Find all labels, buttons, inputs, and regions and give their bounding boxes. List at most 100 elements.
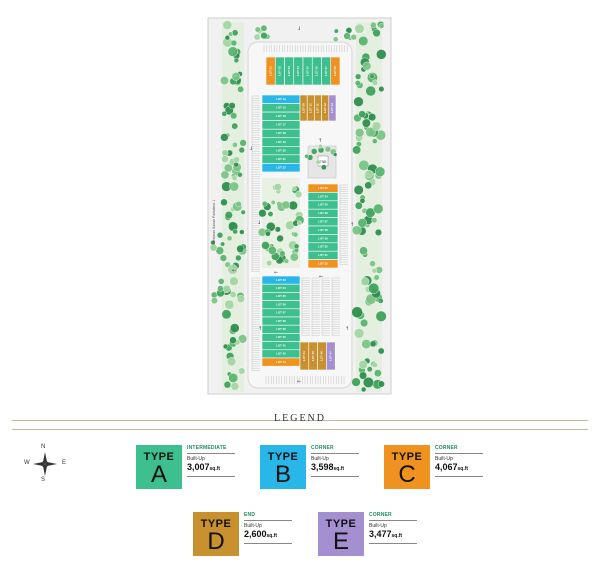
svg-text:LOT 33: LOT 33 — [276, 278, 286, 282]
lot-lot-21: LOT 21 — [261, 154, 301, 164]
lot-lot-25: LOT 25 — [307, 200, 339, 210]
type-b-builtup-label: Built-Up — [311, 456, 329, 462]
lot-lot-43: LOT 43 — [261, 357, 301, 367]
svg-text:LOT 34: LOT 34 — [276, 286, 286, 290]
lot-lot-24: LOT 24 — [307, 192, 339, 202]
central-park-south — [262, 178, 300, 184]
type-d-size: 2,600sq.ft — [244, 529, 292, 544]
lot-lot-12: LOT 12 — [321, 94, 330, 122]
type-e-info: CORNER Built-Up 3,477sq.ft — [369, 512, 417, 544]
svg-text:LOT 04: LOT 04 — [296, 66, 300, 76]
svg-text:LOT 46: LOT 46 — [320, 351, 324, 361]
lot-lot-46: LOT 46 — [317, 341, 327, 371]
svg-text:LOT 19: LOT 19 — [276, 140, 286, 144]
type-b-size: 3,598sq.ft — [311, 462, 359, 477]
type-a-swatch: TYPE A — [136, 445, 182, 489]
lot-lot-04: LOT 04 — [293, 56, 304, 86]
svg-text:LOT 06: LOT 06 — [315, 66, 319, 76]
svg-text:LOT 28: LOT 28 — [318, 228, 328, 232]
type-e-letter: E — [332, 528, 349, 555]
lot-lot-01: LOT 01 — [265, 56, 276, 86]
lot-lot-31: LOT 31 — [307, 250, 339, 260]
svg-text:LOT 37: LOT 37 — [276, 311, 286, 315]
arrow-left-icon: ← — [232, 268, 236, 274]
type-a-size: 3,007sq.ft — [187, 462, 235, 477]
svg-text:LOT 26: LOT 26 — [318, 211, 328, 215]
lot-lot-35: LOT 35 — [261, 292, 301, 301]
svg-text:LOT 32: LOT 32 — [318, 262, 328, 266]
svg-text:LOT 08: LOT 08 — [333, 66, 337, 76]
type-b-word: TYPE — [267, 451, 299, 463]
type-c-swatch: TYPE C — [384, 445, 430, 489]
svg-text:LOT 43: LOT 43 — [276, 360, 286, 364]
lot-lot-02: LOT 02 — [274, 56, 285, 86]
type-a-word: TYPE — [143, 451, 175, 463]
lot-lot-26: LOT 26 — [307, 208, 339, 218]
lot-lot-22: LOT 22 — [261, 163, 301, 173]
svg-text:LOT 25: LOT 25 — [318, 203, 328, 207]
lot-lot-42: LOT 42 — [261, 349, 301, 359]
svg-text:LOT 22: LOT 22 — [276, 165, 286, 169]
lot-lot-14: LOT 14 — [261, 94, 301, 104]
lot-lot-40: LOT 40 — [261, 333, 301, 342]
compass-icon — [33, 452, 57, 476]
lot-lot-38: LOT 38 — [261, 316, 301, 326]
svg-text:LOT 18: LOT 18 — [276, 131, 286, 135]
arrow-up-icon: ↑ — [350, 222, 354, 228]
svg-text:LOT 14: LOT 14 — [276, 97, 286, 101]
svg-text:LOT 09: LOT 09 — [301, 103, 305, 113]
svg-text:LOT 23: LOT 23 — [318, 186, 328, 190]
lot-lot-33: LOT 33 — [261, 275, 301, 285]
type-c-info: CORNER Built-Up 4,067sq.ft — [435, 445, 483, 477]
lot-lot-44: LOT 44 — [299, 341, 310, 371]
arrow-down-icon: ↓ — [297, 26, 301, 32]
svg-text:LOT 11: LOT 11 — [316, 103, 320, 113]
arrow-left-icon: ← — [297, 379, 301, 385]
traffic-arrows: ↓ ↑ ↑ ↓ ← ← ← ↑ ↑ ← ↓ — [232, 26, 354, 385]
svg-text:LOT 07: LOT 07 — [324, 66, 328, 76]
lot-lot-06: LOT 06 — [311, 56, 322, 86]
svg-text:LOT 20: LOT 20 — [276, 148, 286, 152]
type-c-word: TYPE — [391, 451, 423, 463]
legend-rule-bottom — [12, 429, 588, 430]
type-b-info: CORNER Built-Up 3,598sq.ft — [311, 445, 359, 477]
svg-text:LOT 01: LOT 01 — [268, 66, 272, 76]
lot-lot-45: LOT 45 — [308, 341, 318, 371]
parking-bays — [251, 45, 348, 384]
lot-lot-08: LOT 08 — [330, 56, 341, 86]
lot-lot-30: LOT 30 — [307, 242, 339, 252]
type-a-letter: A — [150, 461, 167, 488]
lot-lot-17: LOT 17 — [261, 120, 301, 130]
type-c-letter: C — [398, 461, 416, 488]
svg-text:LOT 47: LOT 47 — [329, 351, 333, 361]
svg-text:LOT 02: LOT 02 — [278, 66, 282, 76]
type-a-info: INTERMEDIATE Built-Up 3,007sq.ft — [187, 445, 235, 477]
svg-text:LOT 42: LOT 42 — [276, 352, 286, 356]
arrow-left-icon: ← — [319, 274, 323, 280]
svg-text:LOT 29: LOT 29 — [318, 236, 328, 240]
lot-lot-03: LOT 03 — [284, 56, 295, 86]
svg-text:LOT 12: LOT 12 — [323, 103, 327, 113]
type-c-category: CORNER — [435, 445, 483, 454]
type-a-builtup-label: Built-Up — [187, 456, 205, 462]
svg-text:LOT 39: LOT 39 — [276, 327, 286, 331]
svg-text:LOT 15: LOT 15 — [276, 106, 286, 110]
road-label: Persiaran Subah Parkatera 1 — [212, 200, 216, 245]
compass-rose: N S W E — [22, 444, 68, 484]
lot-lot-07: LOT 07 — [321, 56, 332, 86]
type-e-swatch: TYPE E — [318, 512, 364, 556]
arrow-down-icon: ↓ — [249, 146, 253, 152]
lot-lot-47: LOT 47 — [326, 341, 336, 371]
type-d-letter: D — [207, 528, 225, 555]
lot-lot-09: LOT 09 — [299, 94, 308, 122]
lot-lot-16: LOT 16 — [261, 111, 301, 121]
lot-lot-15: LOT 15 — [261, 103, 301, 113]
type-e-word: TYPE — [325, 518, 357, 530]
arrow-up-icon: ↑ — [318, 138, 322, 144]
type-d-word: TYPE — [200, 518, 232, 530]
svg-text:LOT 05: LOT 05 — [305, 66, 309, 76]
arrow-up-icon: ↑ — [258, 326, 262, 332]
svg-text:LOT 45: LOT 45 — [311, 351, 315, 361]
legend-rule-top — [12, 420, 588, 421]
